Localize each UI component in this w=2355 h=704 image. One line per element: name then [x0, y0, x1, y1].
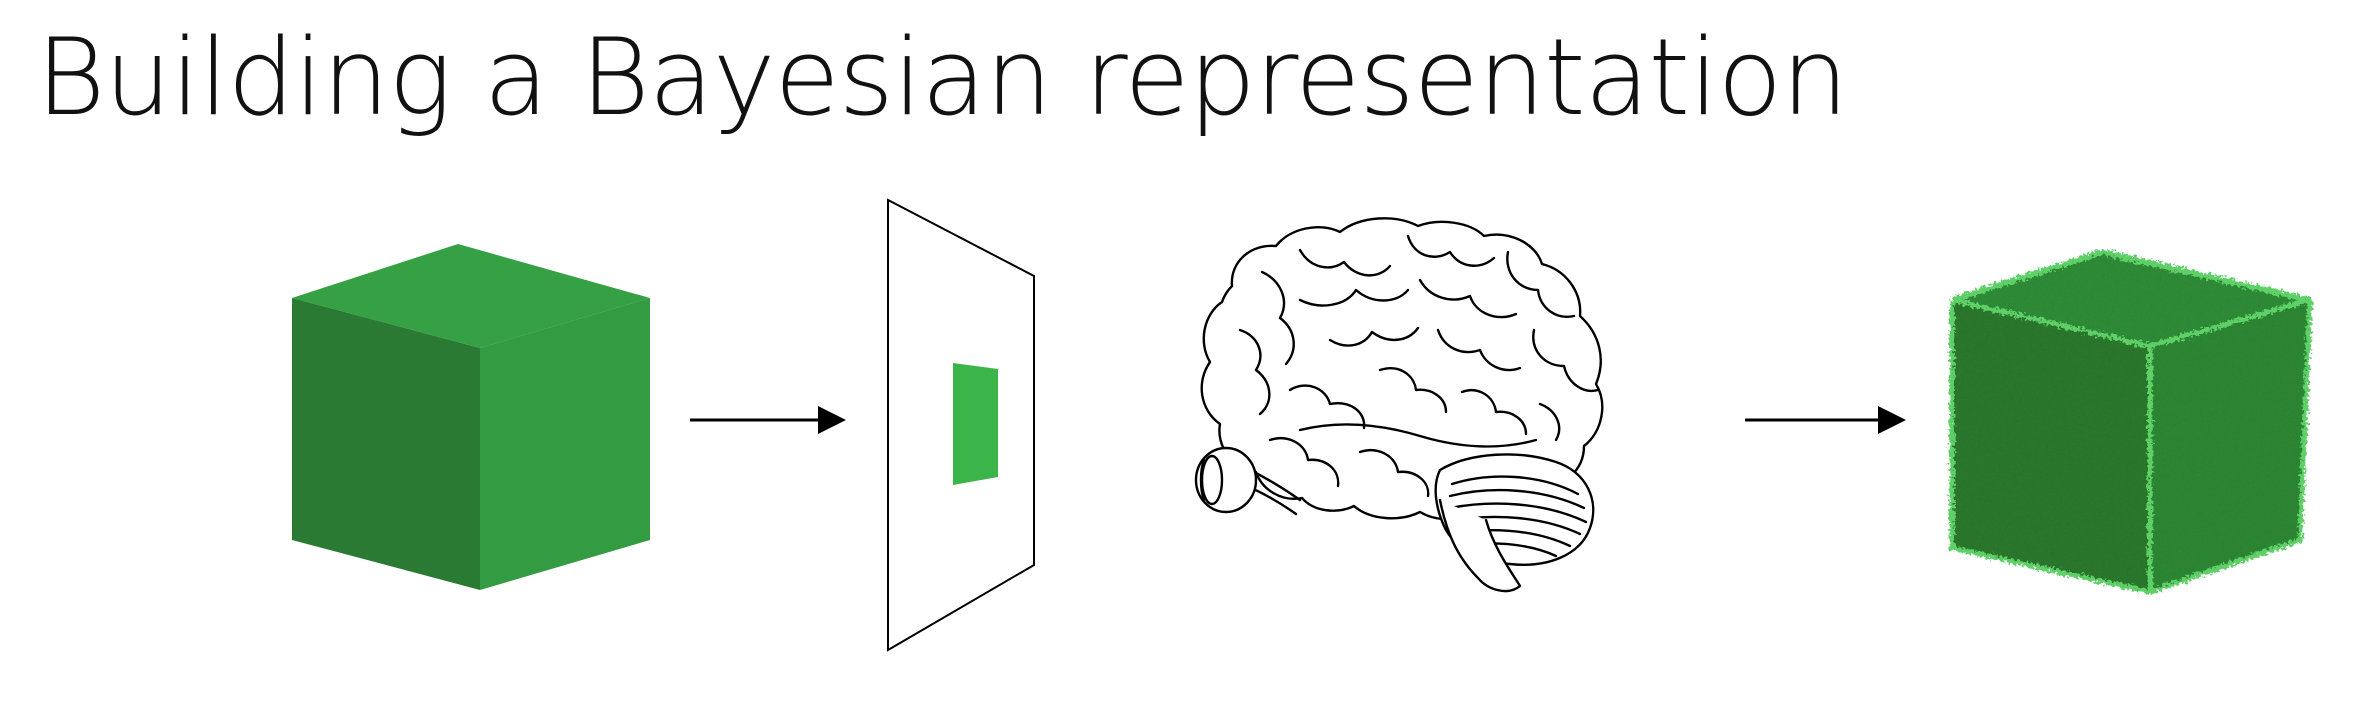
- projection-plane-icon: [887, 198, 1035, 652]
- arrow-icon: [1745, 406, 1906, 434]
- noisy-cube-top-face: [1952, 252, 2310, 346]
- slide-title: Building a Bayesian representation: [36, 16, 1849, 139]
- noisy-green-cube-icon: [1949, 248, 2313, 595]
- noisy-cube-front-face: [1952, 300, 2150, 592]
- eyeball: [1194, 446, 1258, 514]
- brain-stem: [1438, 498, 1522, 593]
- brain-with-eye-icon: [1194, 217, 1604, 593]
- cube-left-face: [292, 298, 480, 590]
- cube-top-face: [292, 244, 650, 348]
- cube-right-face: [480, 298, 650, 590]
- arrow-icon: [690, 406, 846, 434]
- noisy-cube-side-face: [2150, 300, 2310, 592]
- green-cube-icon: [292, 244, 650, 590]
- projected-image: [953, 363, 998, 485]
